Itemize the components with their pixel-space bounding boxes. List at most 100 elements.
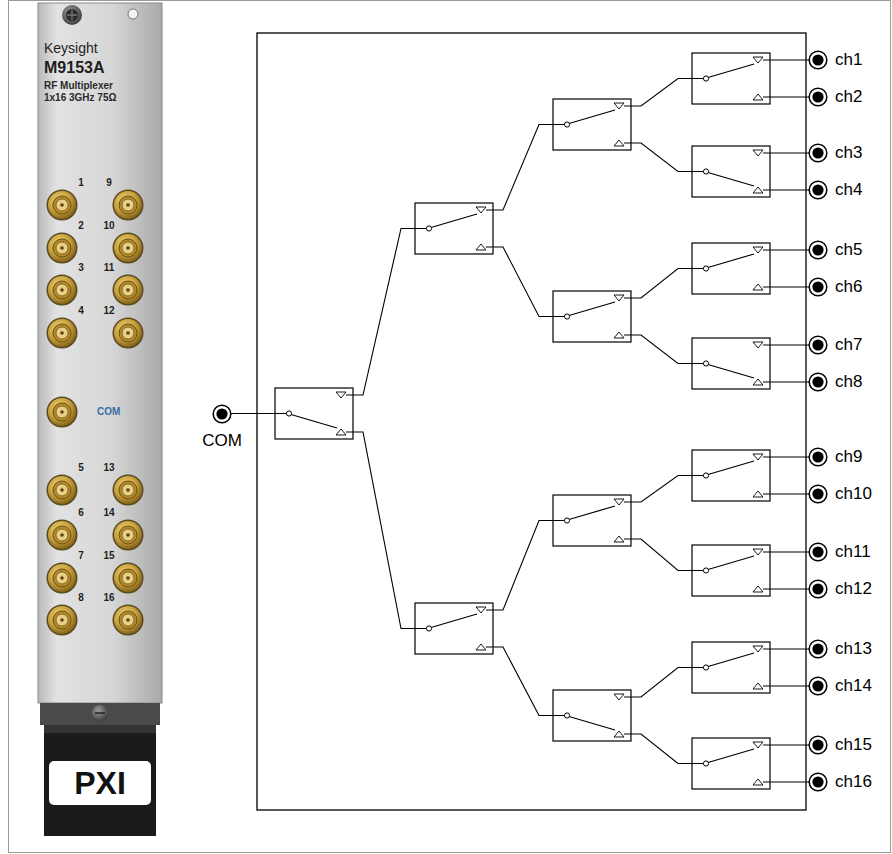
port-jack: ch10 [808, 484, 872, 504]
model-description-holder: RF Multiplexer 1x16 3GHz 75Ω [44, 80, 134, 103]
jack-symbol [808, 484, 828, 504]
channel-label: ch7 [835, 336, 862, 355]
jack-symbol [808, 143, 828, 163]
jack-symbol [808, 180, 828, 200]
port-number: 16 [103, 592, 114, 604]
port-jack: ch2 [808, 87, 862, 107]
port-number-holder: 10 [103, 220, 114, 232]
port-number-holder: 2 [78, 220, 84, 232]
jack-symbol [808, 639, 828, 659]
channel-label: ch3 [835, 144, 862, 163]
channel-label: ch2 [835, 88, 862, 107]
port-number: 4 [78, 305, 84, 317]
port-number-holder: 14 [103, 507, 114, 519]
port-number: 11 [104, 262, 115, 274]
port-name: COM [97, 406, 120, 418]
jack-symbol [808, 447, 828, 467]
channel-label: COM [202, 432, 242, 451]
jack-symbol [808, 542, 828, 562]
port-number: 13 [103, 462, 114, 474]
port-number-holder: 11 [104, 262, 115, 274]
image-frame [9, 1, 891, 853]
port-number-holder: 13 [103, 462, 114, 474]
channel-label: ch1 [835, 51, 862, 70]
port-number: 15 [103, 550, 114, 562]
sma-connectors [47, 190, 144, 636]
port-number-holder: 15 [103, 550, 114, 562]
port-jack: ch7 [808, 335, 862, 355]
port-number: 10 [103, 220, 114, 232]
model-number: M9153A [44, 59, 104, 77]
port-number: 7 [78, 550, 84, 562]
module-outline [257, 33, 806, 810]
jack-symbol [212, 404, 232, 424]
port-jack: ch13 [808, 639, 872, 659]
port-number-holder: 16 [103, 592, 114, 604]
port-number-holder: 1 [78, 177, 84, 189]
model-description: RF Multiplexer 1x16 3GHz 75Ω [44, 80, 134, 103]
channel-label: ch4 [835, 181, 862, 200]
port-number: 6 [78, 507, 84, 519]
channel-label: ch13 [835, 640, 872, 659]
wires [231, 60, 809, 782]
port-jack: ch15 [808, 735, 872, 755]
jack-symbol [808, 579, 828, 599]
port-number-holder: 8 [78, 592, 84, 604]
port-jack: ch5 [808, 240, 862, 260]
port-number: 9 [106, 177, 112, 189]
brand-name: Keysight [44, 40, 98, 56]
port-number: 8 [78, 592, 84, 604]
jack-symbol [808, 772, 828, 792]
port-jack: ch3 [808, 143, 862, 163]
channel-label: ch12 [835, 580, 872, 599]
channel-label: ch8 [835, 373, 862, 392]
jack-symbol [808, 335, 828, 355]
port-number-holder: 4 [78, 305, 84, 317]
port-number-holder: 9 [106, 177, 112, 189]
channel-label: ch15 [835, 736, 872, 755]
channel-label: ch10 [835, 485, 872, 504]
port-jack: ch8 [808, 372, 862, 392]
port-number-holder: 5 [78, 462, 84, 474]
channel-label: ch11 [835, 543, 871, 562]
port-jack: ch4 [808, 180, 862, 200]
port-jack: ch12 [808, 579, 872, 599]
jack-symbol [808, 676, 828, 696]
port-jack: ch14 [808, 676, 872, 696]
channel-label: ch16 [835, 773, 872, 792]
jack-symbol [808, 372, 828, 392]
spdt-switches [275, 53, 770, 789]
port-number: 3 [78, 262, 84, 274]
chassis-logo: PXI [74, 765, 126, 802]
jack-symbol [808, 50, 828, 70]
port-number-holder: 6 [78, 507, 84, 519]
port-jack: ch6 [808, 277, 862, 297]
channel-label: ch5 [835, 241, 862, 260]
port-jack: ch11 [808, 542, 871, 562]
port-number: 1 [78, 177, 84, 189]
port-number-holder: 7 [78, 550, 84, 562]
jack-symbol [808, 277, 828, 297]
chassis-logo-holder: PXI [74, 765, 126, 802]
port-number: 14 [103, 507, 114, 519]
port-number: 12 [103, 305, 114, 317]
channel-label: ch14 [835, 677, 872, 696]
port-number-holder: 12 [103, 305, 114, 317]
jack-symbol [808, 240, 828, 260]
brand-name-holder: Keysight [44, 40, 98, 56]
jack-symbol [808, 735, 828, 755]
port-number: 5 [78, 462, 84, 474]
channel-label: ch9 [835, 448, 862, 467]
jack-symbol [808, 87, 828, 107]
port-number-holder: 3 [78, 262, 84, 274]
port-jack: ch16 [808, 772, 872, 792]
port-jack: ch9 [808, 447, 862, 467]
channel-label: ch6 [835, 278, 862, 297]
front-panel [38, 3, 162, 836]
port-name-holder: COM [97, 406, 120, 418]
port-number: 2 [78, 220, 84, 232]
model-number-holder: M9153A [44, 59, 104, 77]
port-jack: COM [202, 404, 242, 451]
port-jack: ch1 [808, 50, 862, 70]
